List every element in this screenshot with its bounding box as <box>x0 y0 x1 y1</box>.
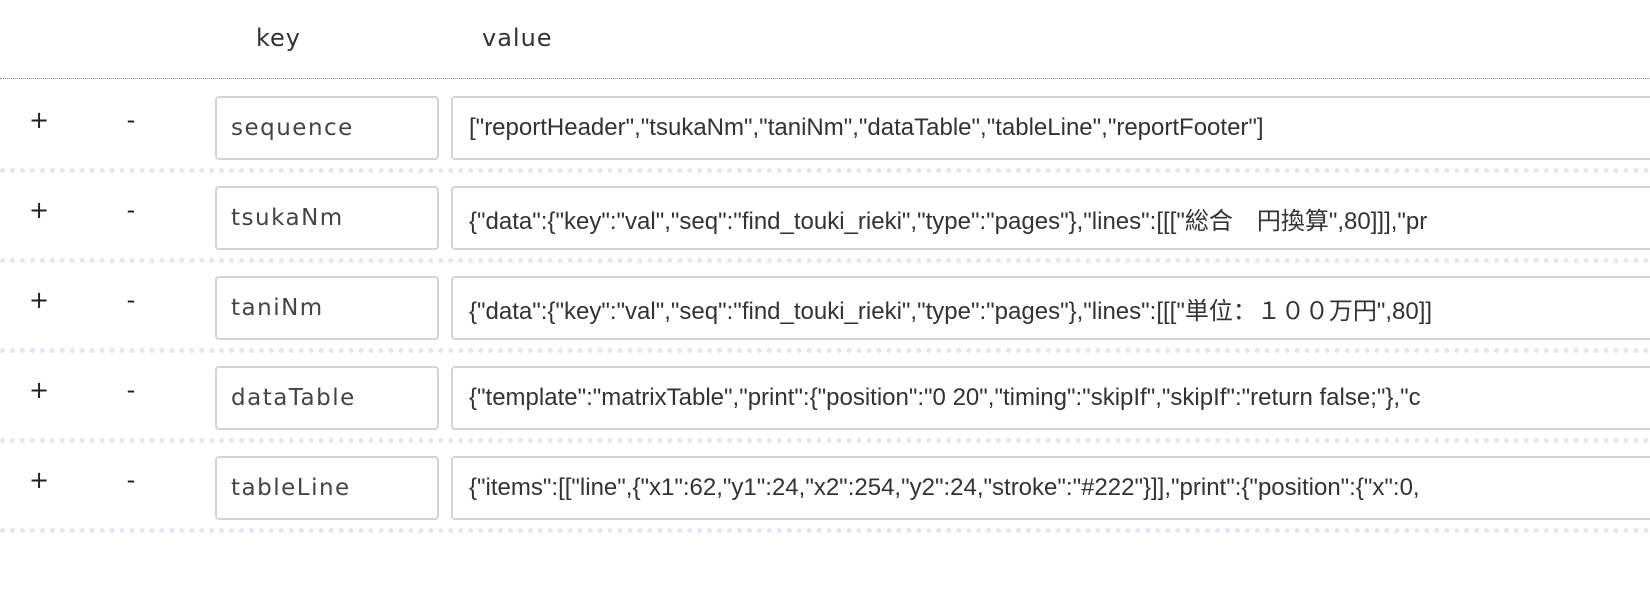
key-input[interactable] <box>215 186 439 250</box>
key-column-header: key <box>256 24 302 52</box>
table-row: + - <box>0 178 1650 263</box>
table-row: + - <box>0 268 1650 353</box>
key-value-rows: + - + - + - + - + - <box>0 88 1650 538</box>
remove-row-button[interactable]: - <box>126 196 136 224</box>
table-header: key value <box>0 0 1650 79</box>
key-input[interactable] <box>215 456 439 520</box>
value-column-header: value <box>482 24 553 52</box>
key-input[interactable] <box>215 96 439 160</box>
add-row-button[interactable]: + <box>28 106 50 134</box>
table-row: + - <box>0 358 1650 443</box>
table-row: + - <box>0 88 1650 173</box>
value-input[interactable] <box>451 96 1650 160</box>
add-row-button[interactable]: + <box>28 376 50 404</box>
value-input[interactable] <box>451 276 1650 340</box>
add-row-button[interactable]: + <box>28 466 50 494</box>
key-input[interactable] <box>215 366 439 430</box>
add-row-button[interactable]: + <box>28 286 50 314</box>
remove-row-button[interactable]: - <box>126 376 136 404</box>
value-input[interactable] <box>451 456 1650 520</box>
remove-row-button[interactable]: - <box>126 466 136 494</box>
value-input[interactable] <box>451 186 1650 250</box>
remove-row-button[interactable]: - <box>126 286 136 314</box>
remove-row-button[interactable]: - <box>126 106 136 134</box>
table-row: + - <box>0 448 1650 533</box>
key-input[interactable] <box>215 276 439 340</box>
value-input[interactable] <box>451 366 1650 430</box>
add-row-button[interactable]: + <box>28 196 50 224</box>
